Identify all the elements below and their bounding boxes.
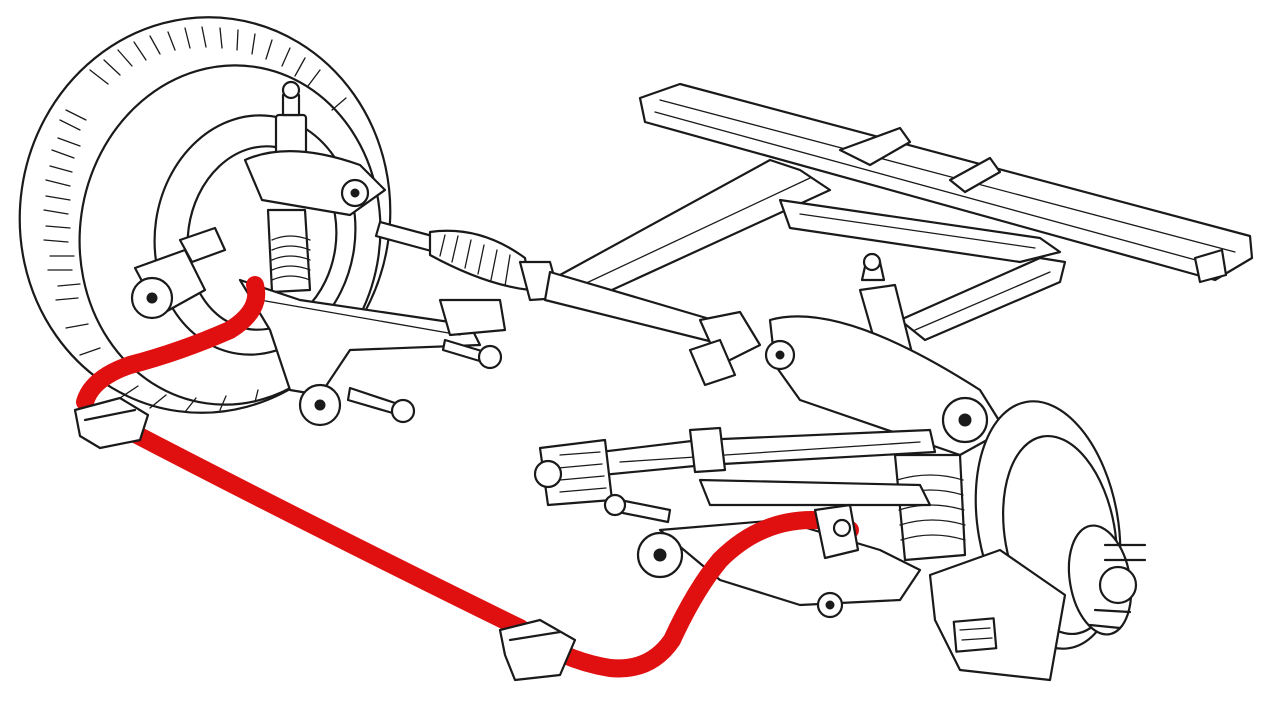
sway-bar-right-link [813, 503, 860, 560]
left-strut-assembly [243, 80, 387, 294]
rack-boot-pleats [439, 234, 511, 287]
anti-roll-bar [76, 276, 859, 678]
tire-tread [43, 26, 347, 413]
right-upper-arm [533, 426, 937, 507]
right-lower-arm [603, 478, 932, 619]
front-left-wheel [18, 16, 392, 414]
steering-rack [374, 220, 762, 387]
right-bushing-texture [557, 451, 607, 493]
left-bushing [130, 226, 227, 320]
left-coil-spring [271, 235, 311, 281]
left-lower-arm [238, 278, 507, 427]
sway-bar-left-clamp [73, 396, 150, 450]
chassis-frame [558, 82, 1254, 342]
right-strut-assembly [764, 252, 1007, 562]
right-hub-assembly [928, 400, 1147, 682]
sway-bar-center-clamp [498, 618, 577, 682]
